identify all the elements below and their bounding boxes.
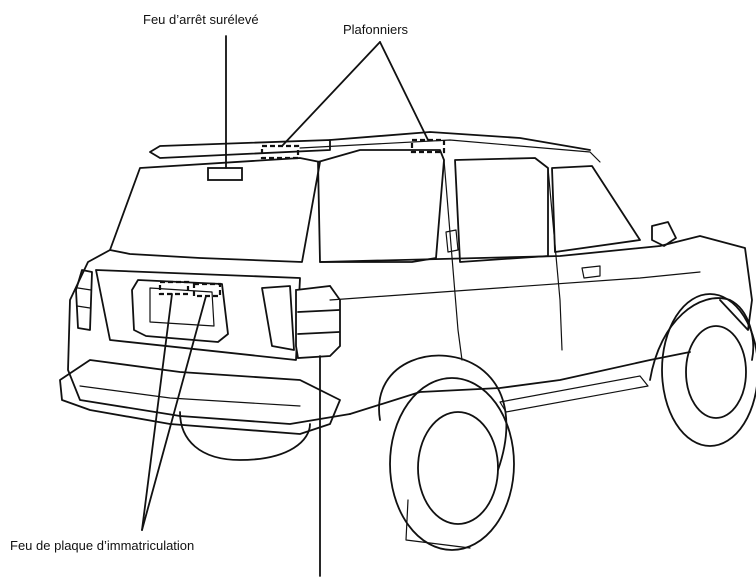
plate-lamp-marker-1 bbox=[158, 280, 190, 296]
label-license-plate-lamp: Feu de plaque d’immatriculation bbox=[10, 538, 195, 553]
plate-lamp-marker-2 bbox=[192, 282, 222, 298]
left-tail-lamp bbox=[75, 269, 93, 331]
door-line-2 bbox=[547, 167, 563, 351]
body-side bbox=[319, 235, 753, 331]
roof-spoiler bbox=[149, 139, 331, 159]
body-crease bbox=[329, 271, 701, 301]
right-tail-lamp bbox=[295, 285, 341, 359]
leader-interior-2 bbox=[379, 41, 429, 141]
mirror bbox=[651, 221, 677, 247]
right-inner-lamp bbox=[261, 285, 295, 351]
front-wheel bbox=[661, 293, 756, 447]
side-window-mid bbox=[454, 157, 549, 263]
roof-rail bbox=[299, 139, 601, 163]
front-handle bbox=[581, 265, 601, 279]
bumper-line bbox=[79, 385, 301, 407]
plate-recess bbox=[131, 279, 229, 343]
label-high-stop-lamp: Feu d’arrêt surélevé bbox=[143, 12, 259, 27]
label-interior-lamps: Plafonniers bbox=[343, 22, 409, 37]
rear-wheel bbox=[389, 377, 515, 551]
leader-plate-2 bbox=[141, 295, 207, 531]
roof-line bbox=[329, 131, 591, 151]
rear-window bbox=[109, 157, 321, 263]
step-bar bbox=[499, 375, 649, 413]
side-window-front bbox=[551, 165, 641, 253]
leader-plate-1 bbox=[141, 293, 173, 531]
front-wheel-hub bbox=[685, 325, 747, 419]
rear-bumper bbox=[59, 359, 341, 435]
tailgate-panel bbox=[95, 269, 301, 361]
door-line-1 bbox=[443, 159, 463, 361]
plate-inner bbox=[149, 287, 215, 327]
spare-tire bbox=[179, 411, 311, 461]
high-stop-lamp-marker bbox=[207, 167, 243, 181]
side-window-rear bbox=[317, 149, 445, 263]
rear-body bbox=[67, 249, 351, 425]
sill bbox=[349, 351, 691, 415]
interior-lamp-marker-1 bbox=[260, 144, 300, 160]
rear-handle bbox=[445, 229, 459, 253]
rear-wheel-arch bbox=[378, 354, 508, 471]
leader-interior-1 bbox=[281, 41, 381, 147]
rear-wheel-hub bbox=[417, 411, 499, 525]
